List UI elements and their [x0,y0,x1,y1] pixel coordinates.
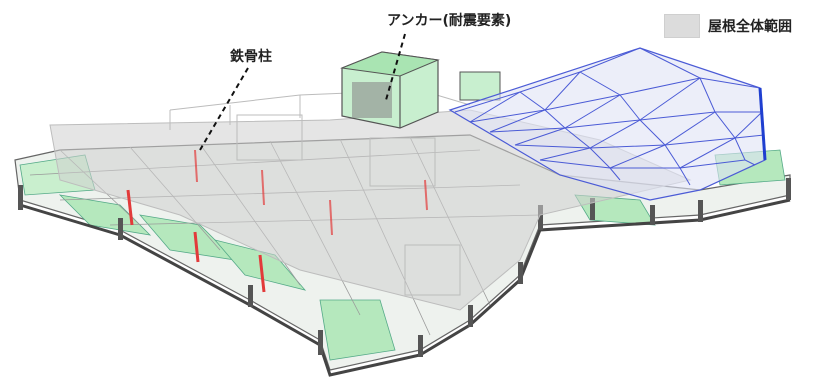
steel-columns [126,149,428,293]
anchor-leader-line [385,33,406,101]
steel-column [193,231,200,263]
steel-column-label: 鉄骨柱 [230,49,272,65]
lattice-roof [448,47,767,201]
anchor-label: アンカー(耐震要素) [387,13,512,29]
steel-column [424,179,428,211]
slab-bay [319,299,396,361]
legend-label: 屋根全体範囲 [708,19,792,35]
slab-bay [58,194,152,236]
steel-column [261,169,265,206]
steel-column [329,199,333,236]
steel-column [194,149,198,183]
legend-swatch [664,14,700,38]
steel-column [126,189,134,226]
upper-frame [169,89,471,296]
concrete-columns [18,178,791,357]
steel-column-leader-line [199,67,249,151]
anchor-core [340,51,501,129]
steel-column [258,254,266,293]
legend: 屋根全体範囲 [664,14,792,38]
